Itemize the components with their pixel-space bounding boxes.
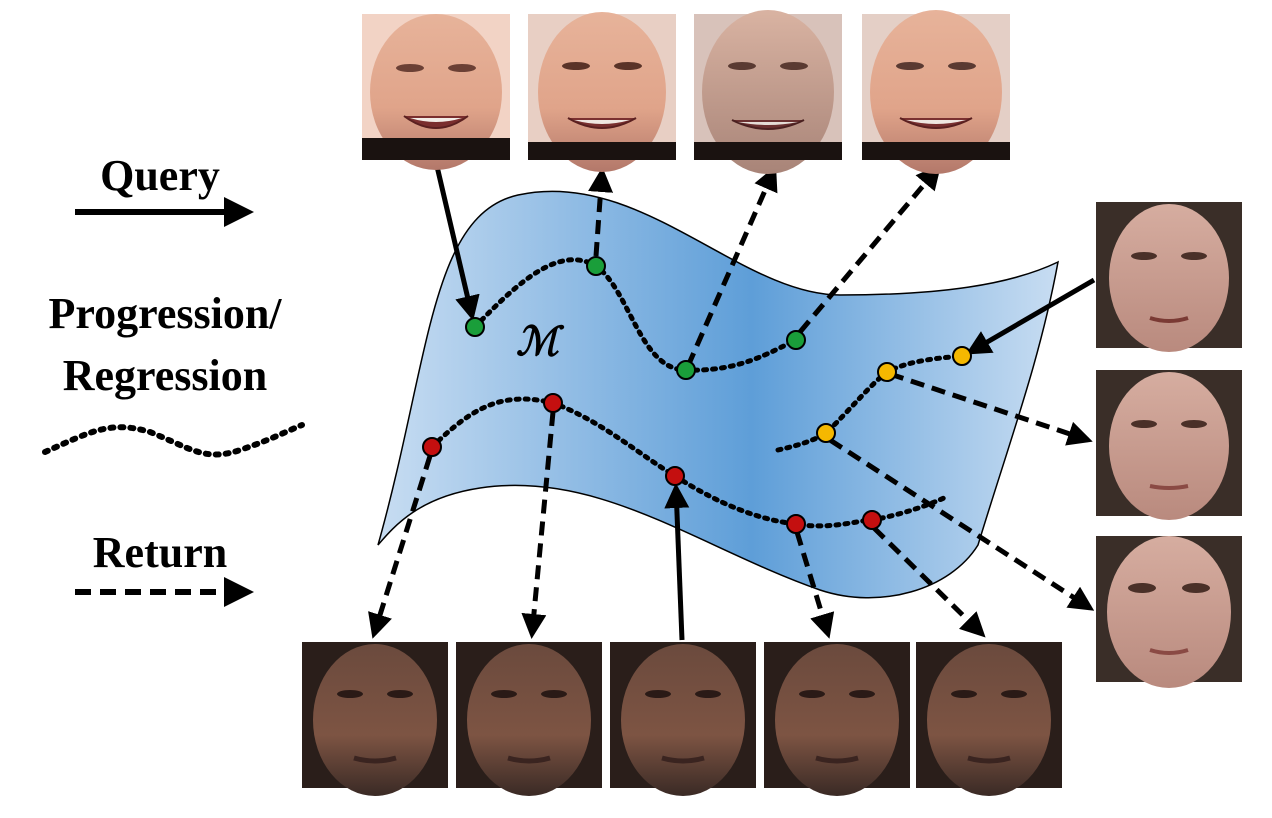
- return-arrow-top-4: [798, 164, 942, 334]
- face-bottom-3: [610, 642, 756, 796]
- legend-progression-curve: [42, 422, 305, 458]
- return-arrow-right-3: [828, 437, 1095, 611]
- query-arrow-right: [965, 277, 1096, 355]
- face-right-3: [1096, 536, 1242, 688]
- face-top-4: [862, 10, 1010, 174]
- face-top-2: [528, 12, 676, 172]
- identity-node-1: [422, 437, 442, 457]
- face-right-2: [1096, 370, 1242, 520]
- legend-return-label: Return: [92, 528, 228, 577]
- age-node-3: [676, 360, 696, 380]
- return-arrow-bottom-5: [872, 526, 986, 638]
- face-bottom-4: [764, 642, 910, 796]
- identity-node-3: [665, 466, 685, 486]
- query-arrow-bottom: [664, 483, 690, 641]
- face-top-3: [694, 10, 842, 174]
- manifold-surface: [377, 190, 1060, 599]
- face-top-1: [362, 14, 510, 170]
- identity-node-5: [862, 510, 882, 530]
- age-node-1: [465, 317, 485, 337]
- return-arrow-top-2: [588, 167, 614, 257]
- face-bottom-1: [302, 642, 448, 796]
- return-arrow-top-3: [685, 165, 778, 368]
- face-bottom-5: [916, 642, 1062, 796]
- return-arrow-bottom-4: [794, 531, 835, 639]
- identity-node-2: [543, 393, 563, 413]
- face-right-1: [1096, 202, 1242, 352]
- legend-progression-label-line2: Regression: [62, 351, 268, 400]
- age-node-2: [586, 256, 606, 276]
- query-arrow-top: [433, 161, 480, 321]
- face-bottom-2: [456, 642, 602, 796]
- expression-node-3: [952, 346, 972, 366]
- legend-progression-label-line1: Progression/: [48, 289, 282, 338]
- return-arrow-bottom-2: [521, 411, 556, 639]
- age-progression-path: [472, 257, 799, 373]
- age-node-4: [786, 330, 806, 350]
- return-arrow-right-2: [889, 371, 1093, 446]
- expression-node-1: [816, 423, 836, 443]
- expression-path: [775, 353, 965, 453]
- legend-query-label: Query: [100, 151, 220, 200]
- identity-node-4: [786, 514, 806, 534]
- manifold-symbol: ℳ: [516, 318, 559, 365]
- return-arrow-bottom-1: [368, 455, 433, 639]
- expression-node-2: [877, 362, 897, 382]
